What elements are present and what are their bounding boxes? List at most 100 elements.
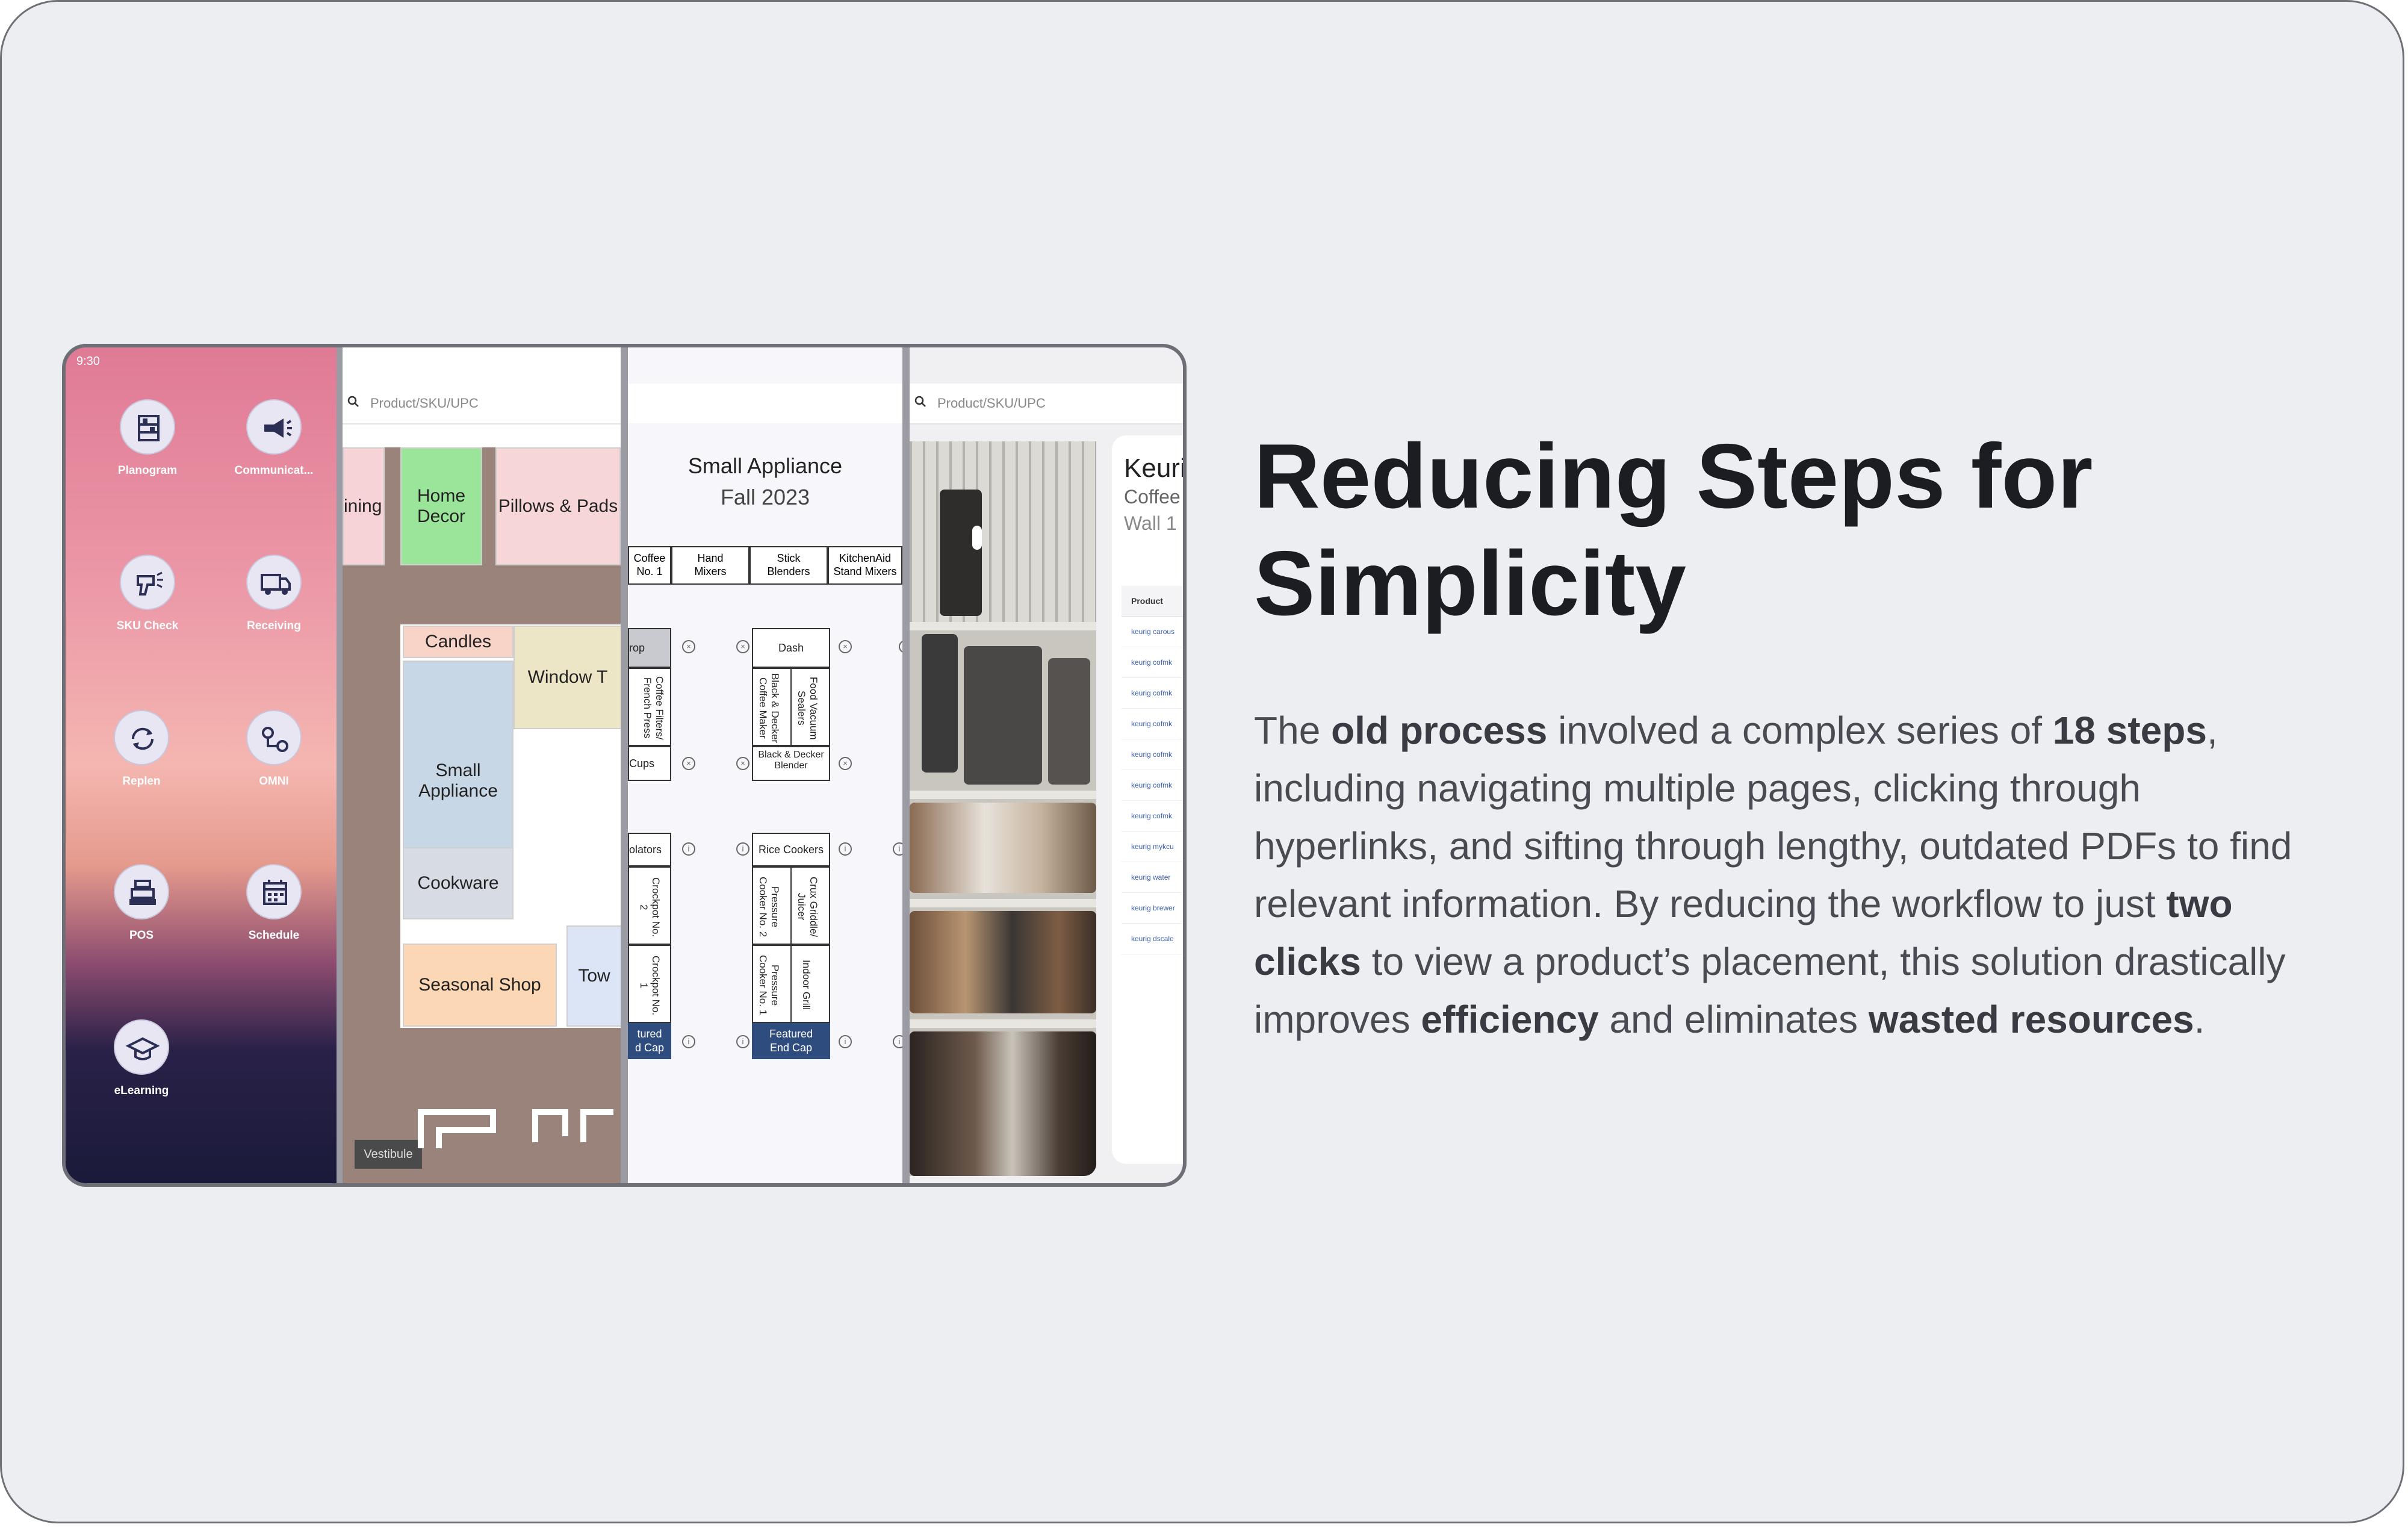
body-emphasis: wasted resources [1868, 998, 2194, 1041]
table-row[interactable]: keurig cofmk [1122, 739, 1183, 770]
body-text-run: , including navigating multiple pages, c… [1254, 709, 2292, 925]
fixture-food-vacuum[interactable]: Food Vacuum Sealers [790, 668, 830, 746]
map-search-bar[interactable]: Product/SKU/UPC [343, 384, 621, 425]
dept-home-decor[interactable]: Home Decor [400, 447, 482, 565]
entrance-doors [418, 1109, 613, 1148]
product-detail-screen: Product/SKU/UPC Keuri Coffee [910, 347, 1183, 1183]
table-row[interactable]: keurig cofmk [1122, 801, 1183, 832]
truck-icon [246, 555, 302, 610]
shelf [910, 791, 1096, 799]
dept-dining[interactable]: ining [343, 447, 385, 565]
fixture-black-decker-blender[interactable]: Black & Decker Blender [752, 746, 830, 781]
app-pos[interactable]: POS [81, 864, 202, 942]
remove-icon[interactable]: × [839, 757, 852, 770]
shelf [910, 622, 1096, 630]
panel-divider [902, 347, 910, 1183]
search-icon [914, 396, 926, 407]
coffee-maker-photo [922, 634, 958, 773]
app-receiving[interactable]: Receiving [214, 555, 334, 633]
fixture-cups[interactable]: Cups [628, 746, 671, 781]
remove-icon[interactable]: × [682, 640, 695, 653]
info-icon[interactable]: i [839, 842, 852, 856]
planogram-screen: Small Appliance Fall 2023 Coffee No. 1 H… [628, 347, 902, 1183]
info-icon[interactable]: i [839, 1035, 852, 1048]
graduation-cap-icon [114, 1019, 169, 1075]
search-icon [347, 396, 359, 407]
refresh-icon [114, 710, 169, 765]
calendar-icon [246, 864, 302, 919]
info-icon[interactable]: i [736, 842, 749, 856]
table-row[interactable]: keurig cofmk [1122, 709, 1183, 739]
info-icon[interactable]: i [893, 1035, 902, 1048]
dept-seasonal[interactable]: Seasonal Shop [403, 944, 557, 1027]
omni-icon [246, 710, 302, 765]
fixture-pressure-cooker-2[interactable]: Pressure Cooker No. 2 [752, 866, 792, 945]
dept-candles[interactable]: Candles [403, 626, 514, 658]
fixture-crux[interactable]: Crux Griddle/ Juicer [790, 866, 830, 945]
status-time: 9:30 [76, 355, 100, 368]
app-omni[interactable]: OMNI [214, 710, 334, 788]
featured-end-cap-left[interactable]: tured d Cap [628, 1023, 671, 1059]
app-elearning[interactable]: eLearning [81, 1019, 202, 1098]
fixture-black-decker-coffee[interactable]: Black & Decker Coffee Maker [752, 668, 792, 746]
body-paragraph: The old process involved a complex serie… [1254, 701, 2307, 1048]
dept-window[interactable]: Window T [514, 626, 621, 729]
fixture-percolators[interactable]: olators [628, 833, 671, 866]
panel-divider [337, 347, 344, 1183]
featured-end-cap[interactable]: Featured End Cap [752, 1023, 830, 1059]
table-row[interactable]: keurig cofmk [1122, 678, 1183, 709]
table-row[interactable]: keurig brewer [1122, 893, 1183, 924]
remove-icon[interactable]: × [736, 757, 749, 770]
remove-icon[interactable]: × [736, 640, 749, 653]
app-replen[interactable]: Replen [81, 710, 202, 788]
boxed-products-photo [910, 803, 1096, 893]
store-map-screen: Product/SKU/UPC ining Home Decor Pillows… [343, 347, 621, 1183]
info-icon[interactable]: i [682, 1035, 695, 1048]
info-icon[interactable]: i [893, 842, 902, 856]
fixture-rice-cookers[interactable]: Rice Cookers [752, 833, 830, 866]
fixture-stand-mixers[interactable]: KitchenAid Stand Mixers [828, 546, 902, 585]
body-emphasis: two clicks [1254, 882, 2233, 983]
map-search-placeholder: Product/SKU/UPC [370, 396, 479, 411]
product-search-bar[interactable]: Product/SKU/UPC [910, 384, 1183, 425]
fixture-drop[interactable]: rop [628, 628, 671, 668]
body-text-run: involved a complex series of [1547, 709, 2053, 752]
fixture-indoor-grill[interactable]: Indoor Grill [790, 945, 830, 1023]
fixture-pressure-cooker-1[interactable]: Pressure Cooker No. 1 [752, 945, 792, 1023]
dept-pillows[interactable]: Pillows & Pads [495, 447, 621, 565]
fixture-stick-blenders[interactable]: Stick Blenders [749, 546, 828, 585]
shelf-photo [910, 441, 1096, 1176]
product-category: Coffee [1124, 486, 1181, 508]
fixture-crockpot-2[interactable]: Crockpot No. 2 [628, 866, 671, 945]
megaphone-icon [246, 399, 302, 455]
fixture-hand-mixers[interactable]: Hand Mixers [671, 546, 749, 585]
fixture-dash[interactable]: Dash [752, 628, 830, 668]
app-communications[interactable]: Communicat... [214, 399, 334, 477]
table-row[interactable]: keurig carous [1122, 617, 1183, 647]
table-row[interactable]: keurig mykcu [1122, 832, 1183, 862]
table-row[interactable]: keurig cofmk [1122, 647, 1183, 678]
dept-towels[interactable]: Tow [566, 925, 621, 1027]
boxed-products-photo [910, 1031, 1096, 1176]
app-schedule[interactable]: Schedule [214, 864, 334, 942]
shelving-icon [120, 399, 175, 455]
table-header: Product [1122, 586, 1183, 617]
table-row[interactable]: keurig cofmk [1122, 770, 1183, 801]
info-icon[interactable]: i [736, 1035, 749, 1048]
planogram-top-row: Coffee No. 1 Hand Mixers Stick Blenders … [628, 546, 902, 585]
table-row[interactable]: keurig water [1122, 862, 1183, 893]
dept-cookware[interactable]: Cookware [403, 847, 514, 919]
remove-icon[interactable]: × [682, 757, 695, 770]
product-table: Product keurig carous keurig cofmk keuri… [1122, 586, 1183, 954]
fixture-coffee-1[interactable]: Coffee No. 1 [628, 546, 671, 585]
app-sku-check[interactable]: SKU Check [87, 555, 208, 633]
product-detail-card: Keuri Coffee Wall 1 Product keurig carou… [1112, 435, 1183, 1164]
fixture-coffee-filters[interactable]: Coffee Filters/ French Press [628, 668, 671, 746]
remove-icon[interactable]: × [839, 640, 852, 653]
info-icon[interactable]: i [682, 842, 695, 856]
fixture-crockpot-1[interactable]: Crockpot No. 1 [628, 945, 671, 1023]
app-planogram[interactable]: Planogram [87, 399, 208, 477]
table-row[interactable]: keurig dscale [1122, 924, 1183, 954]
headline: Reducing Steps for Simplicity [1254, 425, 2093, 635]
